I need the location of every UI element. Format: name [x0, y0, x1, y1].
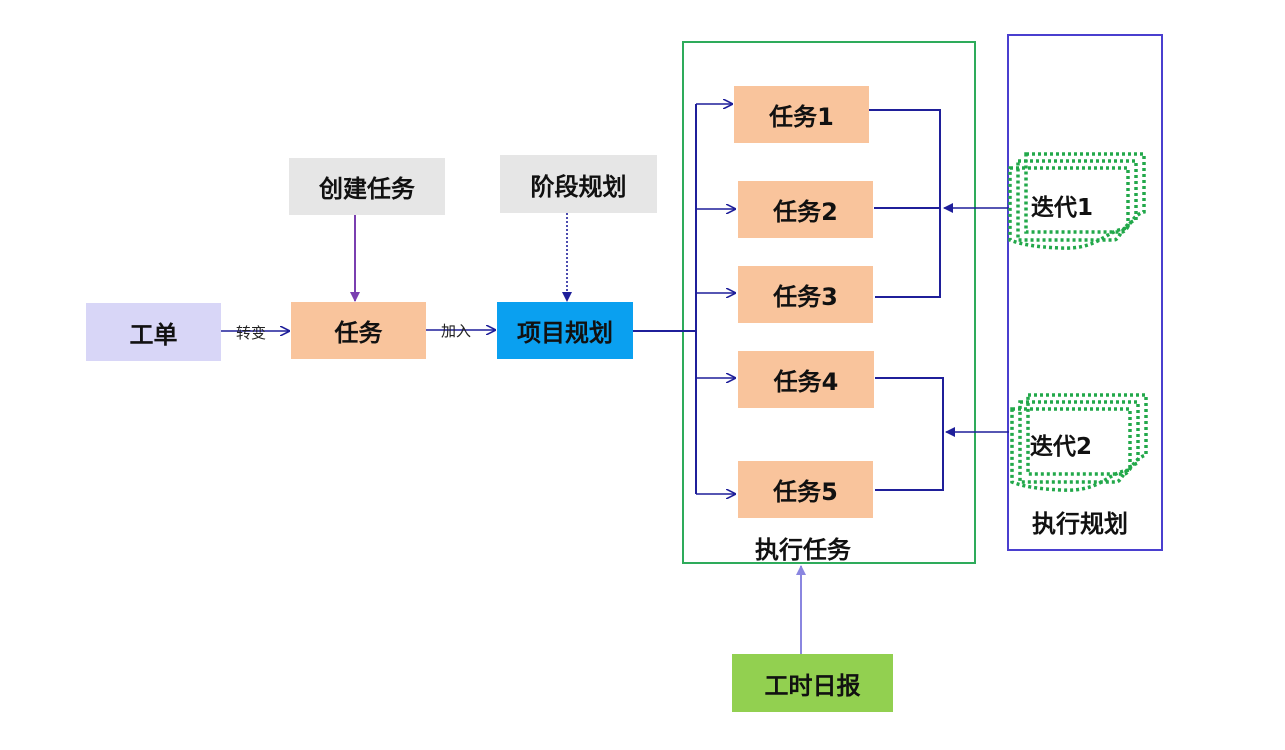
task3-node: 任务3	[738, 266, 873, 323]
task5-node: 任务5	[738, 461, 873, 518]
iter1-label: 迭代1	[1031, 195, 1094, 221]
project-plan-node: 项目规划	[497, 302, 633, 359]
task-node: 任务	[291, 302, 426, 359]
create-task-node: 创建任务	[289, 158, 445, 215]
stage-plan-node: 阶段规划	[500, 155, 657, 213]
task1-node: 任务1	[734, 86, 869, 143]
work-report-node: 工时日报	[732, 654, 893, 712]
execute-plan-title: 执行规划	[1032, 510, 1128, 538]
iter2-bracket	[875, 377, 944, 491]
work-order-node: 工单	[86, 303, 221, 361]
iter2-doc-shape	[1010, 393, 1148, 492]
execute-tasks-frame	[682, 41, 976, 564]
iter1-bracket	[869, 109, 941, 298]
iter2-label: 迭代2	[1030, 434, 1093, 460]
join-label: 加入	[441, 322, 472, 340]
task2-node: 任务2	[738, 181, 873, 238]
execute-plan-frame	[1007, 34, 1163, 551]
task4-node: 任务4	[738, 351, 874, 408]
convert-label: 转变	[236, 324, 267, 342]
execute-tasks-title: 执行任务	[755, 536, 851, 564]
iter1-doc-shape	[1008, 152, 1146, 250]
